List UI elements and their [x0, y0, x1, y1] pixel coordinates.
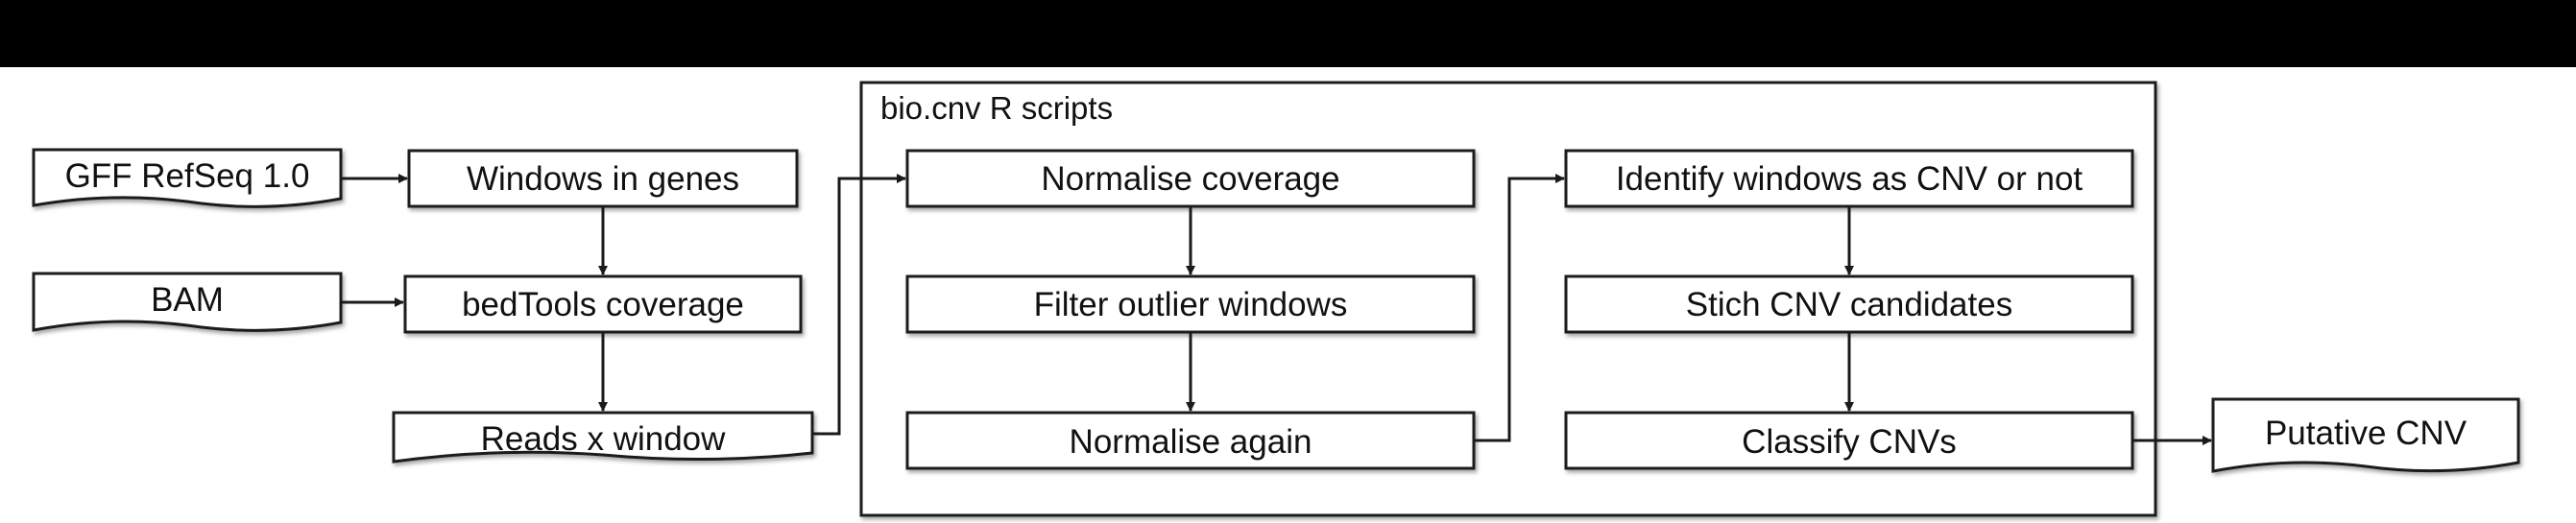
node-classify-cnvs: Classify CNVs [1564, 411, 2134, 470]
top-black-bar [0, 0, 2576, 67]
arrow-reads-to-normalise [812, 174, 906, 436]
node-normalise-coverage: Normalise coverage [905, 149, 1476, 208]
node-normalise-again: Normalise again [905, 411, 1476, 470]
node-putative-cnv: Putative CNV [2211, 397, 2520, 473]
node-stich-cnv: Stich CNV candidates [1564, 274, 2134, 334]
node-filter-outlier: Filter outlier windows [905, 274, 1476, 334]
node-gff-label: GFF RefSeq 1.0 [65, 157, 310, 195]
node-bedtools-coverage: bedTools coverage [403, 274, 803, 334]
node-filter-label: Filter outlier windows [1034, 286, 1348, 323]
node-windows-label: Windows in genes [467, 160, 739, 198]
node-bedtools-label: bedTools coverage [462, 286, 744, 323]
node-normalise-again-label: Normalise again [1070, 423, 1312, 461]
node-bam-label: BAM [151, 281, 224, 319]
node-bam: BAM [32, 272, 343, 332]
node-identify-label: Identify windows as CNV or not [1616, 160, 2083, 198]
node-putative-label: Putative CNV [2265, 415, 2468, 452]
group-title: bio.cnv R scripts [880, 90, 1113, 126]
node-stich-label: Stich CNV candidates [1686, 286, 2012, 323]
node-identify-windows: Identify windows as CNV or not [1564, 149, 2134, 208]
node-classify-label: Classify CNVs [1742, 423, 1957, 461]
node-windows-in-genes: Windows in genes [407, 149, 799, 208]
node-reads-x-window: Reads x window [392, 411, 814, 464]
node-reads-label: Reads x window [481, 420, 727, 458]
node-normalise-label: Normalise coverage [1041, 160, 1339, 198]
arrow-normalise-again-to-identify [1474, 174, 1565, 442]
node-gff-refseq: GFF RefSeq 1.0 [32, 148, 343, 208]
